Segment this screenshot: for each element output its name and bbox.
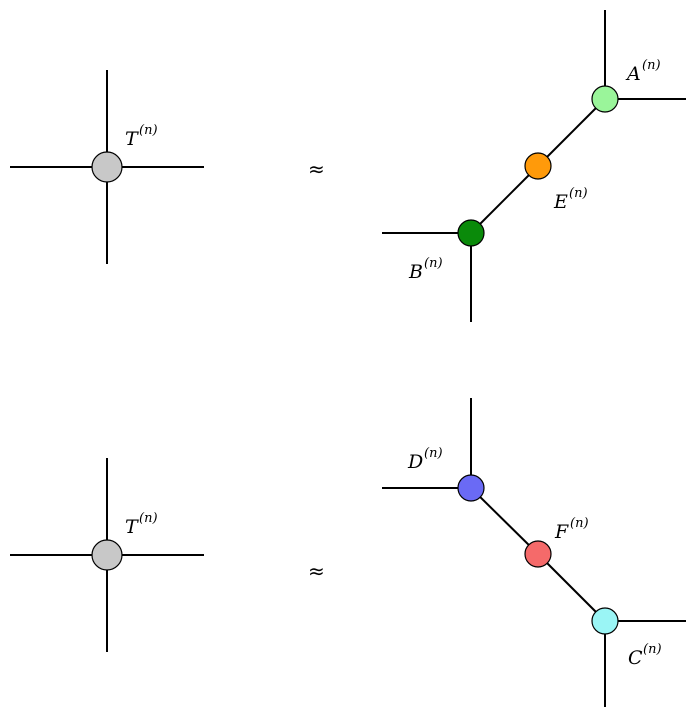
tensor-node-e	[524, 152, 552, 180]
relation-2: T (n) ≈ D (n) F (n) C (n)	[10, 398, 686, 707]
tensor-label-d-sup: (n)	[424, 446, 443, 461]
approx-symbol: ≈	[308, 157, 325, 181]
f-c-bond	[537, 553, 606, 622]
tensor-label-e: E	[553, 191, 568, 213]
tensor-t-top: T (n)	[10, 70, 204, 264]
e-b-bond	[470, 165, 539, 234]
tensor-label-e-sup: (n)	[569, 186, 588, 201]
decomposition-abe: A (n) E (n) B (n)	[382, 10, 686, 322]
decomposition-dfc: D (n) F (n) C (n)	[382, 398, 686, 707]
tensor-label-t-sup: (n)	[139, 123, 158, 138]
tensor-node-d	[457, 474, 485, 502]
tensor-label-t: T	[125, 516, 139, 538]
tensor-label-d: D	[407, 451, 423, 473]
tensor-label-t: T	[125, 128, 139, 150]
tensor-node-f	[524, 540, 552, 568]
tensor-node-a	[591, 85, 619, 113]
tensor-label-f-sup: (n)	[570, 516, 589, 531]
tensor-label-b-sup: (n)	[424, 256, 443, 271]
tensor-label-a: A	[625, 63, 641, 85]
tensor-node-t	[91, 539, 123, 571]
tensor-node-c	[591, 607, 619, 635]
tensor-label-c-sup: (n)	[643, 642, 662, 657]
relation-1: T (n) ≈ A (n) E (n) B (n)	[10, 10, 686, 322]
d-f-bond	[470, 487, 539, 555]
tensor-label-c: C	[628, 647, 643, 669]
tensor-node-t	[91, 151, 123, 183]
tensor-label-b: B	[408, 261, 423, 283]
tensor-label-a-sup: (n)	[642, 58, 661, 73]
tensor-label-f: F	[554, 521, 569, 543]
tensor-t-bottom: T (n)	[10, 458, 204, 652]
tensor-label-t-sup: (n)	[139, 511, 158, 526]
a-e-bond	[537, 98, 606, 167]
approx-symbol: ≈	[308, 559, 325, 583]
tensor-node-b	[457, 219, 485, 247]
